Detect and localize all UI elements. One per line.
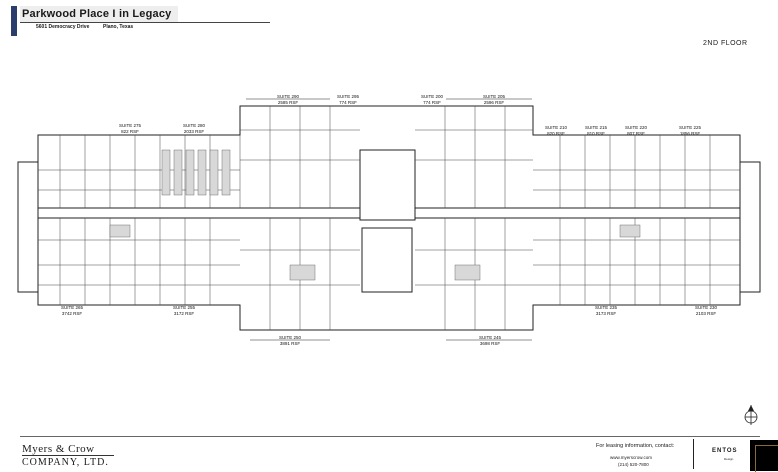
leasing-info: For leasing information, contact: bbox=[596, 443, 675, 449]
title-divider bbox=[20, 22, 270, 23]
entos-logo-sub: Design bbox=[724, 457, 734, 461]
suite-205-rsf: 2596 RSF bbox=[484, 100, 505, 105]
footer-separator bbox=[693, 439, 694, 469]
brand-divider bbox=[22, 455, 114, 456]
city-text: Plano, Texas bbox=[103, 24, 134, 30]
room-grid bbox=[38, 106, 740, 330]
suite-255-rsf: 3172 RSF bbox=[174, 311, 195, 316]
suite-265-rsf: 3742 RSF bbox=[62, 311, 83, 316]
header-accent-bar bbox=[11, 6, 17, 36]
brand-name: Myers & Crow bbox=[22, 443, 95, 455]
suite-280-rsf: 2033 RSF bbox=[184, 129, 205, 134]
suite-200-label: SUITE 200 bbox=[421, 94, 444, 99]
suite-220-rsf: 807 RSF bbox=[627, 131, 645, 136]
suite-245-rsf: 3698 RSF bbox=[480, 341, 501, 346]
corner-accent bbox=[755, 445, 778, 472]
suite-275-label: SUITE 275 bbox=[119, 123, 142, 128]
title-background bbox=[20, 6, 178, 22]
east-wing-outline bbox=[739, 161, 761, 293]
floor-plan: SUITE 290 2585 RSF SUITE 295 774 RSF SUI… bbox=[17, 94, 761, 346]
suite-230-rsf: 2103 RSF bbox=[696, 311, 717, 316]
page-title: Parkwood Place I in Legacy bbox=[22, 8, 172, 20]
building-core bbox=[359, 149, 416, 221]
suite-280-label: SUITE 280 bbox=[183, 123, 206, 128]
west-wing-outline bbox=[17, 161, 39, 293]
address-text: 5601 Democracy Drive bbox=[36, 24, 90, 30]
suite-220-label: SUITE 220 bbox=[625, 125, 648, 130]
suite-200-rsf: 774 RSF bbox=[423, 100, 441, 105]
suite-250-label: SUITE 250 bbox=[279, 335, 302, 340]
suite-275-rsf: 822 RSF bbox=[121, 129, 139, 134]
north-arrow-icon bbox=[744, 405, 758, 425]
suite-230-label: SUITE 230 bbox=[695, 305, 718, 310]
suite-255-label: SUITE 255 bbox=[173, 305, 196, 310]
brand-company: COMPANY, LTD. bbox=[22, 457, 109, 468]
suite-235-rsf: 3173 RSF bbox=[596, 311, 617, 316]
building-outline bbox=[37, 105, 741, 331]
suite-290-label: SUITE 290 bbox=[277, 94, 300, 99]
suite-290-rsf: 2585 RSF bbox=[278, 100, 299, 105]
suite-215-rsf: 810 RSF bbox=[587, 131, 605, 136]
suite-295-rsf: 774 RSF bbox=[339, 100, 357, 105]
phone-number: (214) 520-7800 bbox=[618, 462, 649, 467]
suite-265-label: SUITE 265 bbox=[61, 305, 84, 310]
suite-225-label: SUITE 225 bbox=[679, 125, 702, 130]
atrium bbox=[361, 227, 413, 293]
suite-210-rsf: 820 RSF bbox=[547, 131, 565, 136]
suite-235-label: SUITE 235 bbox=[595, 305, 618, 310]
entos-logo: ENTOS bbox=[712, 448, 738, 454]
website-link[interactable]: www.myerscrow.com bbox=[610, 455, 653, 460]
suite-215-label: SUITE 215 bbox=[585, 125, 608, 130]
suite-225-rsf: 1856 RSF bbox=[680, 131, 701, 136]
suite-210-label: SUITE 210 bbox=[545, 125, 568, 130]
workstations bbox=[109, 149, 641, 281]
suite-250-rsf: 3891 RSF bbox=[280, 341, 301, 346]
footer-divider bbox=[20, 436, 760, 437]
suite-205-label: SUITE 205 bbox=[483, 94, 506, 99]
suite-295-label: SUITE 295 bbox=[337, 94, 360, 99]
floor-label: 2ND FLOOR bbox=[703, 40, 748, 47]
suite-245-label: SUITE 245 bbox=[479, 335, 502, 340]
